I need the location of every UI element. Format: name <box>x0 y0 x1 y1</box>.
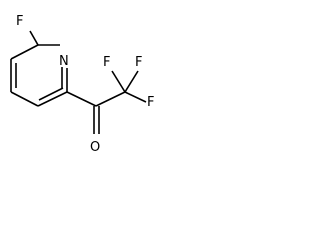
bond-c6-carbonyl <box>66 91 97 107</box>
cf3-fluorine-bottom-label: F <box>147 95 154 110</box>
bonds <box>10 30 147 134</box>
cf3-fluorine-left-label: F <box>103 55 110 70</box>
bond-ring-f-c2 <box>29 30 39 46</box>
bond-c2-c3 <box>10 44 39 60</box>
bond-cf3-f-bottom <box>124 91 147 103</box>
atom-labels: F N F F F O <box>16 14 154 155</box>
carbonyl-oxygen-label: O <box>90 140 100 155</box>
bond-cf3-f-left <box>111 70 126 93</box>
bond-c5-c6 <box>37 91 68 107</box>
bond-carbonyl-cf3 <box>95 91 126 107</box>
structure-drawing: F N F F F O <box>10 14 154 155</box>
bond-cf3-f-right <box>124 70 139 93</box>
ring-fluorine-label: F <box>16 14 23 29</box>
cf3-fluorine-right-label: F <box>135 55 142 70</box>
bond-c4-c5 <box>10 91 39 107</box>
bond-c5-c6-inner <box>38 87 64 101</box>
ring-nitrogen-label: N <box>59 54 69 69</box>
